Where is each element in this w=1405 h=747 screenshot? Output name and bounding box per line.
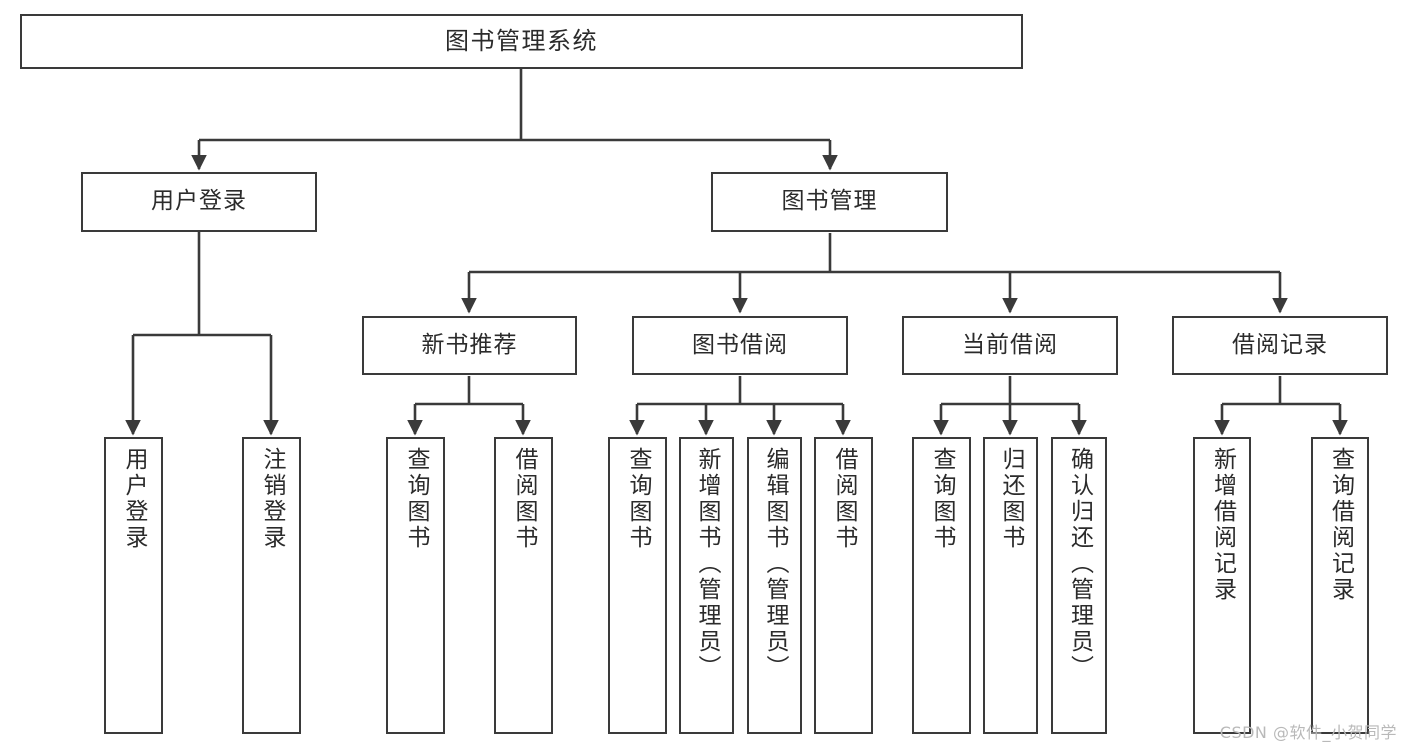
node-leaf-borrow-book-recommend[interactable]: 借阅图书 <box>494 437 553 734</box>
node-label: 图书管理系统 <box>445 27 598 56</box>
node-label: 借阅记录 <box>1232 331 1328 358</box>
node-leaf-return-book[interactable]: 归还图书 <box>983 437 1038 734</box>
node-label: 新增借阅记录 <box>1209 447 1236 603</box>
node-label: 注销登录 <box>259 447 285 551</box>
node-leaf-query-book-borrow[interactable]: 查询图书 <box>608 437 667 734</box>
node-label: 新书推荐 <box>421 331 518 358</box>
node-label: 当前借阅 <box>962 331 1058 358</box>
node-leaf-add-borrow-record[interactable]: 新增借阅记录 <box>1193 437 1251 734</box>
node-leaf-logout[interactable]: 注销登录 <box>242 437 301 734</box>
node-book-borrow[interactable]: 图书借阅 <box>632 316 848 375</box>
node-label: 查询图书 <box>929 447 955 551</box>
node-label: 查询图书 <box>403 447 429 551</box>
node-leaf-query-borrow-record[interactable]: 查询借阅记录 <box>1311 437 1369 734</box>
node-leaf-query-book-current[interactable]: 查询图书 <box>912 437 971 734</box>
node-borrow-record[interactable]: 借阅记录 <box>1172 316 1388 375</box>
node-label: 借阅图书 <box>511 447 537 551</box>
node-leaf-edit-book[interactable]: 编辑图书（管理员） <box>747 437 802 734</box>
node-label: 查询借阅记录 <box>1327 447 1354 603</box>
node-label: 编辑图书（管理员） <box>762 447 788 681</box>
node-book-manage[interactable]: 图书管理 <box>711 172 948 232</box>
node-label: 用户登录 <box>151 188 247 215</box>
csdn-watermark: CSDN @软件_小贺同学 <box>1219 723 1397 742</box>
node-leaf-confirm-return[interactable]: 确认归还（管理员） <box>1051 437 1107 734</box>
node-label: 查询图书 <box>625 447 651 551</box>
node-user-login[interactable]: 用户登录 <box>81 172 317 232</box>
node-label: 新增图书（管理员） <box>694 447 720 681</box>
node-label: 确认归还（管理员） <box>1066 447 1093 681</box>
node-label: 借阅图书 <box>831 447 857 551</box>
node-label: 用户登录 <box>121 447 147 551</box>
node-current-borrow[interactable]: 当前借阅 <box>902 316 1118 375</box>
node-leaf-user-login[interactable]: 用户登录 <box>104 437 163 734</box>
node-leaf-query-book-recommend[interactable]: 查询图书 <box>386 437 445 734</box>
node-new-book-recommend[interactable]: 新书推荐 <box>362 316 577 375</box>
node-leaf-borrow-book[interactable]: 借阅图书 <box>814 437 873 734</box>
node-label: 图书管理 <box>781 188 878 215</box>
node-leaf-add-book[interactable]: 新增图书（管理员） <box>679 437 734 734</box>
node-label: 图书借阅 <box>692 331 788 358</box>
node-label: 归还图书 <box>998 447 1024 551</box>
node-root-system[interactable]: 图书管理系统 <box>20 14 1023 69</box>
